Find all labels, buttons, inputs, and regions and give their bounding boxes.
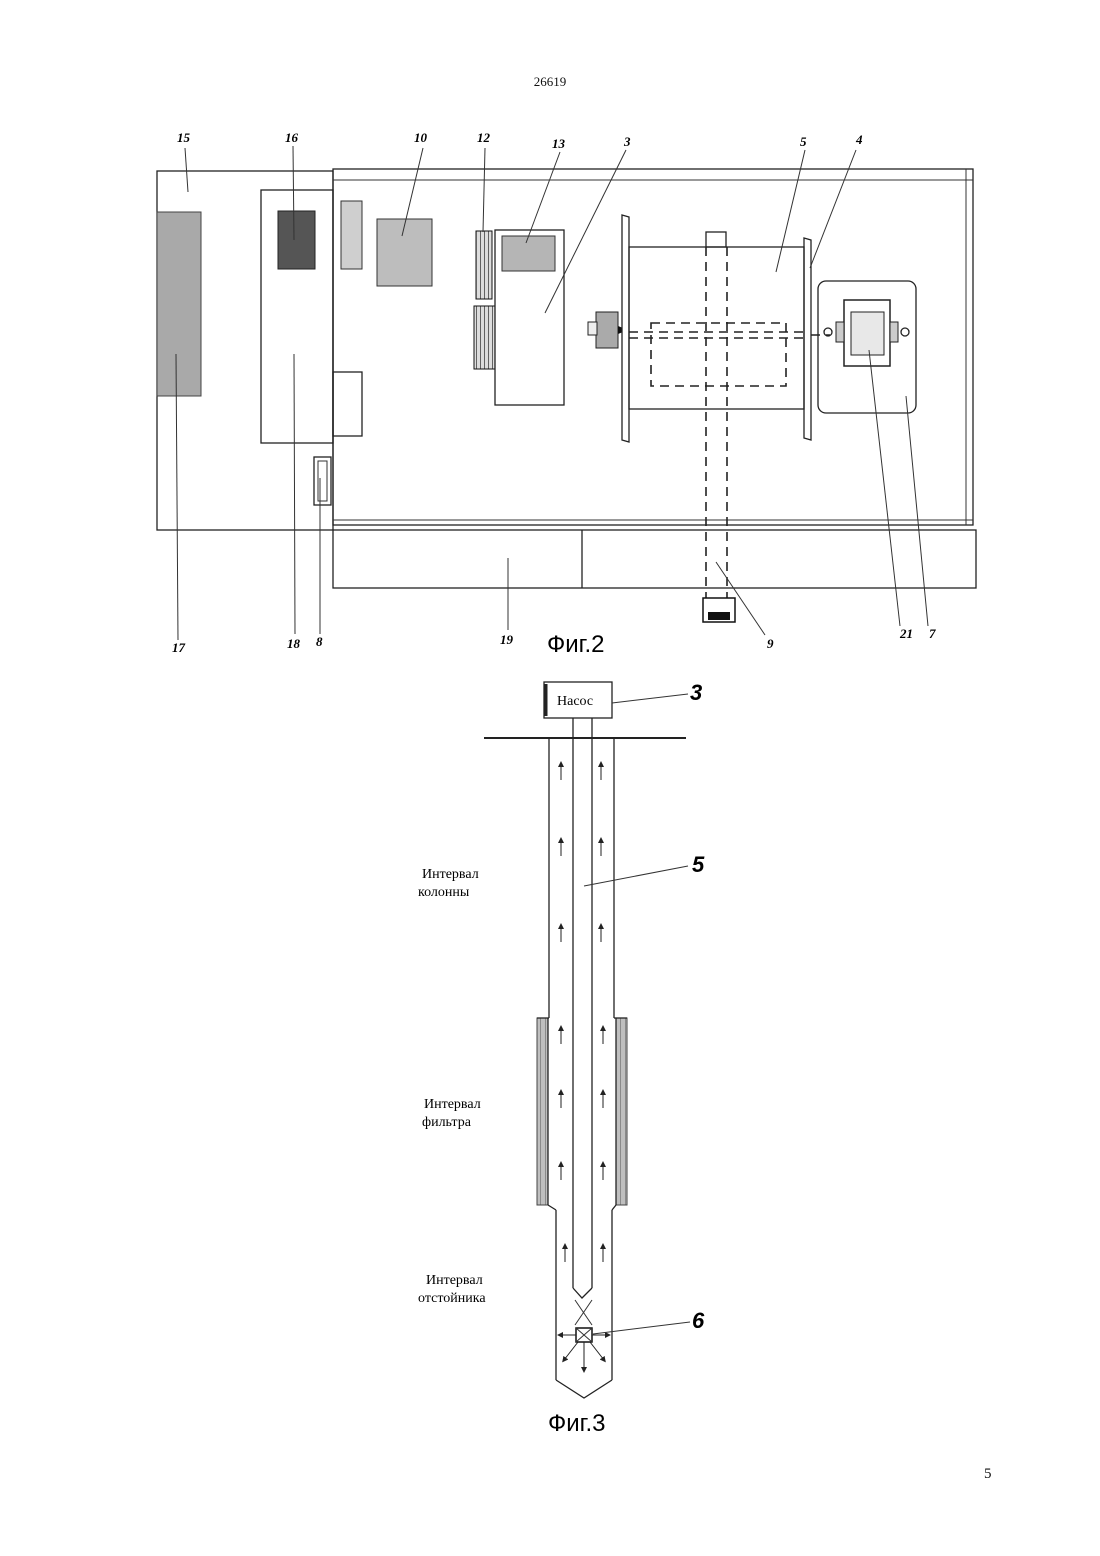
interval-sump-line2: отстойника <box>418 1291 486 1306</box>
label-18: 18 <box>287 636 301 651</box>
drum-hub <box>596 312 618 348</box>
block-8 <box>314 457 331 505</box>
label-5-fig3: 5 <box>692 852 705 877</box>
page-number: 5 <box>984 1466 992 1483</box>
figure-2-caption: Фиг.2 <box>547 631 605 658</box>
figure-3-caption: Фиг.3 <box>548 1410 606 1437</box>
small-panel <box>341 201 362 269</box>
interval-filter-line1: Интервал <box>424 1097 481 1112</box>
interval-sump-line1: Интервал <box>426 1273 483 1288</box>
coil-12-upper <box>476 231 492 299</box>
figure-2: 15 16 10 12 13 3 5 4 17 18 8 19 9 21 7 Ф… <box>157 130 976 658</box>
label-5: 5 <box>800 134 807 149</box>
label-16: 16 <box>285 130 299 145</box>
label-19: 19 <box>500 632 514 647</box>
label-3-fig3: 3 <box>690 680 702 705</box>
drum-flange-left <box>622 215 629 442</box>
label-21: 21 <box>899 626 913 641</box>
drum-5 <box>629 247 804 409</box>
drum-flange-right <box>804 238 811 440</box>
flow-arrows <box>561 764 603 1262</box>
block-13 <box>502 236 555 271</box>
pump-label: Насос <box>557 694 593 709</box>
block-10 <box>377 219 432 286</box>
label-15: 15 <box>177 130 191 145</box>
bottom-compartment <box>333 530 976 588</box>
interval-column-line1: Интервал <box>422 867 479 882</box>
label-8: 8 <box>316 634 323 649</box>
label-4: 4 <box>855 132 863 147</box>
label-13: 13 <box>552 136 566 151</box>
block-16 <box>278 211 315 269</box>
filter-right <box>616 1018 627 1205</box>
label-9: 9 <box>767 636 774 651</box>
label-6-fig3: 6 <box>692 1308 705 1333</box>
label-17: 17 <box>172 640 186 655</box>
filter-left <box>537 1018 548 1205</box>
figure-3: Насос 3 <box>418 680 705 1437</box>
coil-12-lower <box>474 306 495 369</box>
label-12: 12 <box>477 130 491 145</box>
label-7: 7 <box>929 626 936 641</box>
tank-17 <box>157 212 201 396</box>
label-3: 3 <box>623 134 631 149</box>
label-10: 10 <box>414 130 428 145</box>
side-box <box>333 372 362 436</box>
interval-column-line2: колонны <box>418 885 470 900</box>
interval-filter-line2: фильтра <box>422 1115 472 1130</box>
